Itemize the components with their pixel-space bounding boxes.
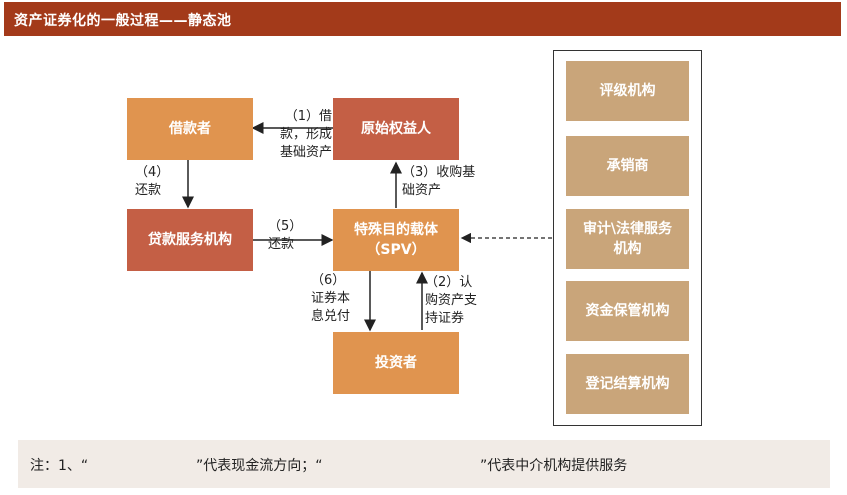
intermediary-label: 登记结算机构 (585, 376, 670, 392)
intermediary-label: 承销商 (606, 158, 649, 174)
intermediary-registration: 登记结算机构 (566, 354, 689, 414)
page-title: 资产证券化的一般过程——静态池 (14, 13, 232, 29)
step-3-label: （3）收购基 础资产 (402, 165, 476, 198)
node-servicer: 贷款服务机构 (127, 209, 253, 271)
step-4-label: （4） 还款 (135, 165, 170, 198)
node-spv-abbr: （SPV） (366, 242, 426, 258)
step-2-label: （2）认 购资产支 持证券 (425, 275, 478, 326)
node-servicer-label: 贷款服务机构 (148, 232, 232, 248)
step-5-label: （5） 还款 (268, 219, 303, 252)
legend-dashed-desc: ”代表中介机构提供服务 (480, 458, 628, 474)
intermediary-label: 评级机构 (599, 83, 656, 99)
node-borrower-label: 借款者 (169, 121, 211, 137)
intermediary-rating-agency: 评级机构 (566, 61, 689, 121)
intermediary-label: 资金保管机构 (585, 303, 670, 319)
node-borrower: 借款者 (127, 98, 253, 160)
step-1-label: （1）借 款，形成 基础资产 (279, 109, 332, 160)
node-originator-label: 原始权益人 (361, 121, 431, 137)
intermediary-label: 审计\法律服务机构 (582, 221, 673, 257)
header-bar: 资产证券化的一般过程——静态池 (4, 2, 841, 36)
legend-solid-desc: ”代表现金流方向；“ (196, 458, 323, 474)
node-spv-label: 特殊目的载体 (354, 222, 438, 238)
intermediary-audit-legal: 审计\法律服务机构 (566, 209, 689, 269)
step-6-label: （6） 证券本 息兑付 (311, 273, 351, 324)
legend-prefix: 注：1、“ (30, 458, 89, 474)
node-spv: 特殊目的载体 （SPV） (333, 209, 459, 271)
legend-note (18, 440, 830, 488)
node-investor: 投资者 (333, 332, 459, 394)
node-investor-label: 投资者 (375, 355, 417, 371)
intermediary-underwriter: 承销商 (566, 136, 689, 196)
node-originator: 原始权益人 (333, 98, 459, 160)
intermediary-custodian: 资金保管机构 (566, 281, 689, 341)
